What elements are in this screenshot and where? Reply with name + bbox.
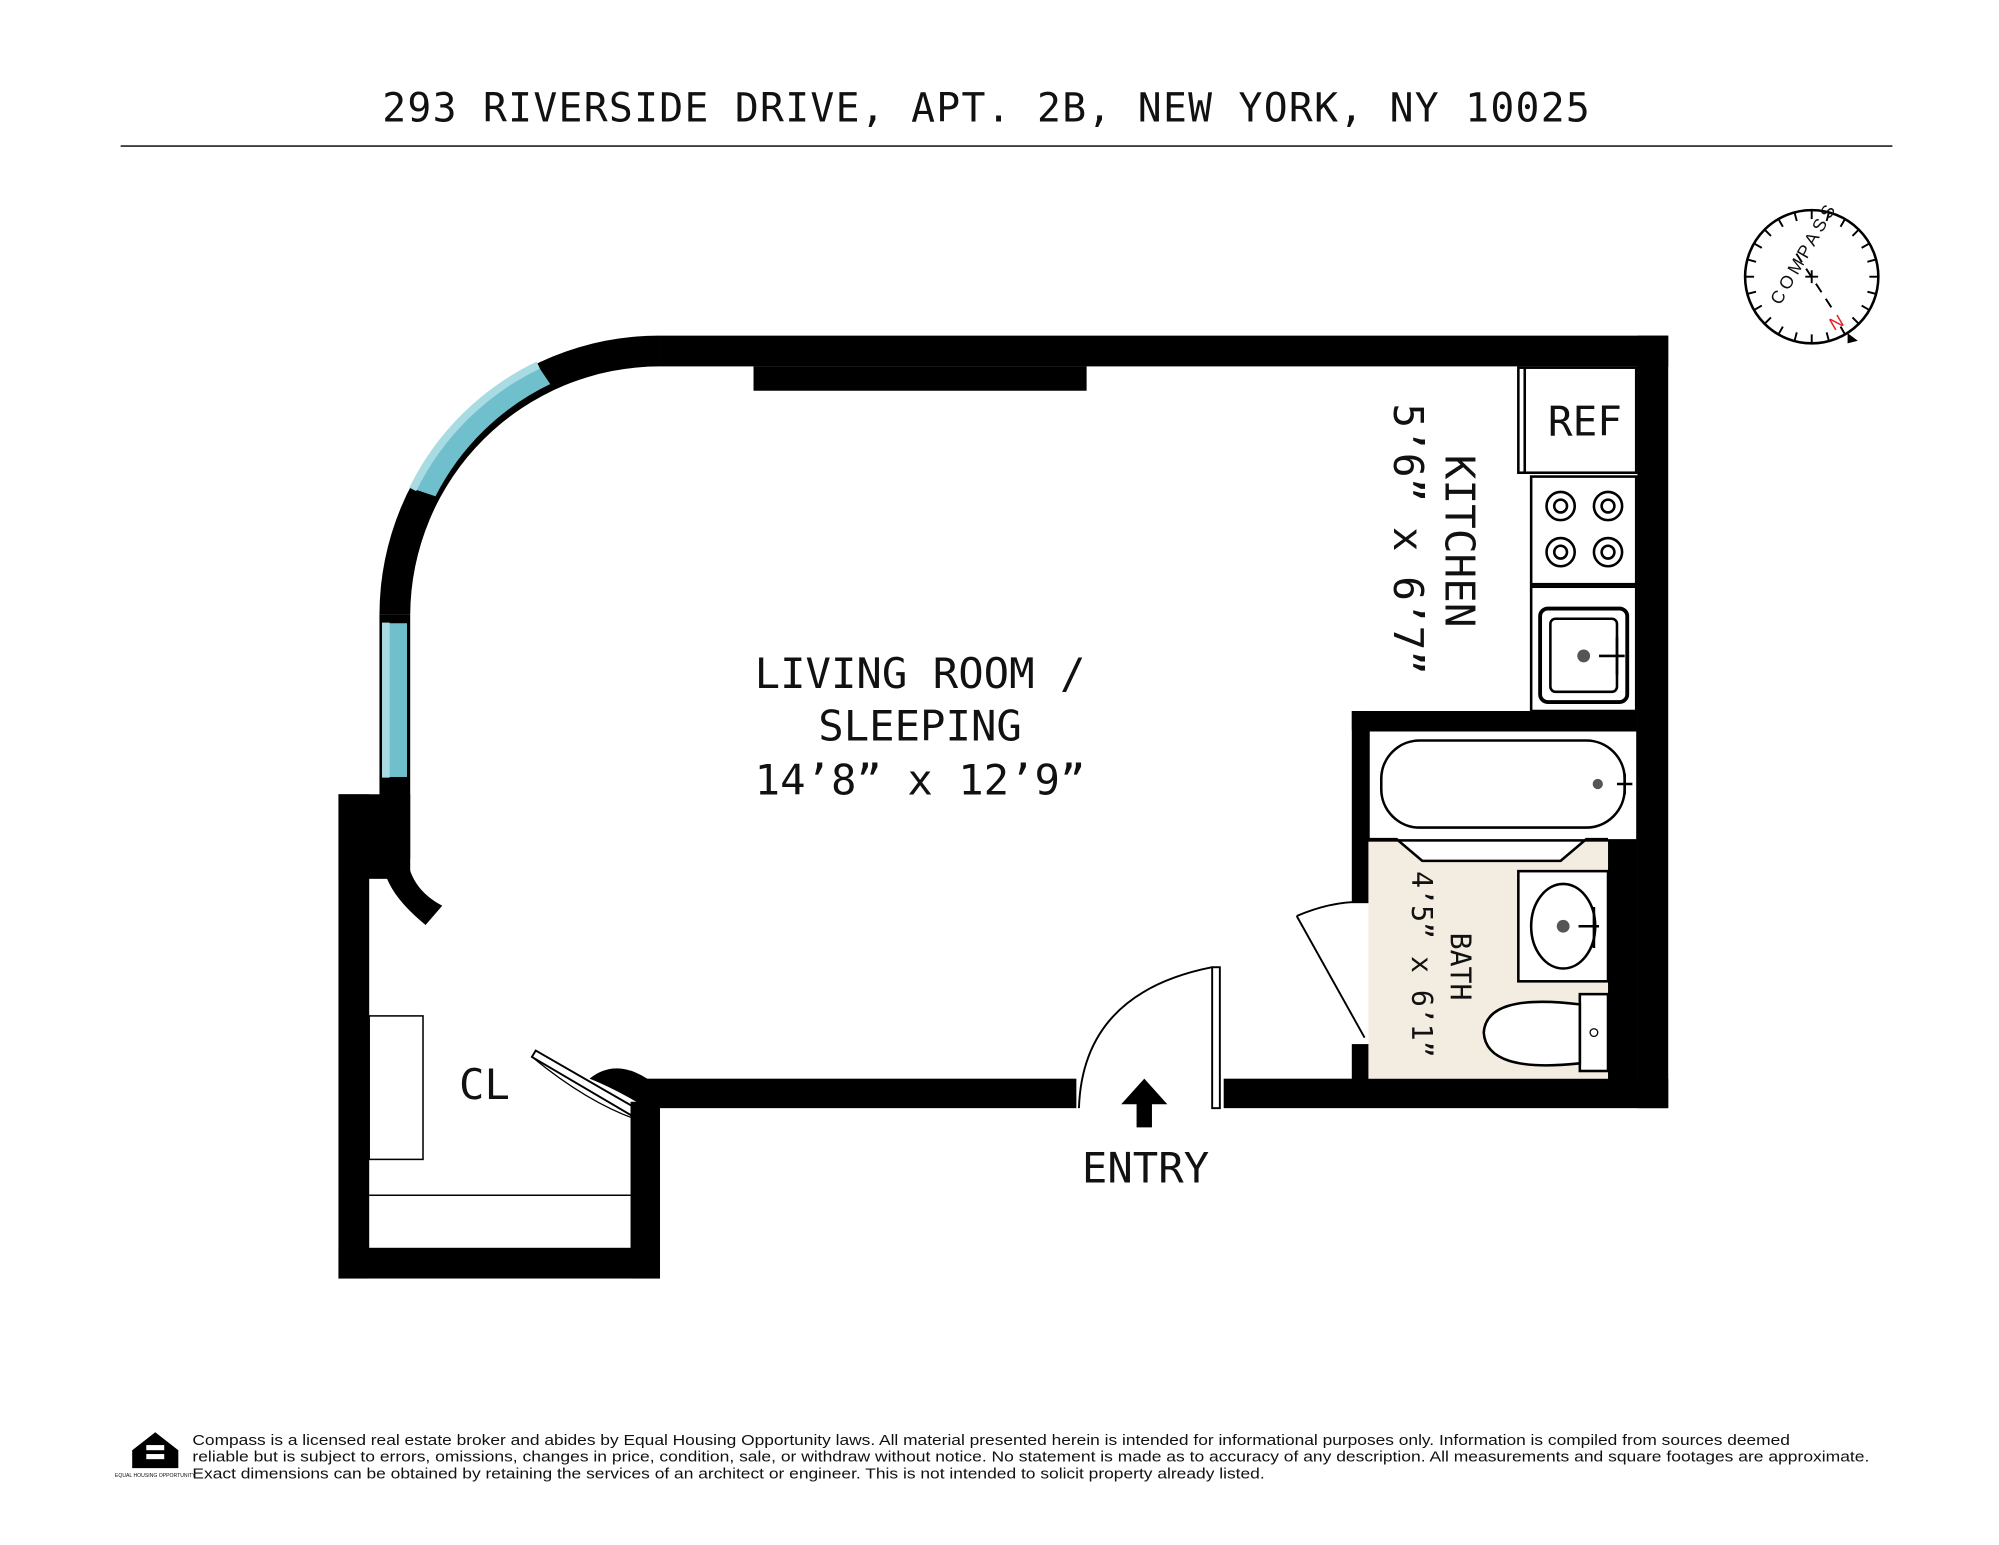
compass-tick <box>1763 228 1772 237</box>
ref-label: REF <box>1548 398 1622 446</box>
closet-fixtures <box>368 1015 631 1197</box>
equal-housing-logo: EQUAL HOUSING OPPORTUNITY <box>115 1432 196 1479</box>
compass-tick <box>1825 332 1830 342</box>
disclaimer-line-3: Exact dimensions can be obtained by reta… <box>192 1466 1264 1482</box>
compass-tick <box>1763 316 1772 325</box>
compass-tick <box>1793 332 1798 342</box>
compass-tick <box>1861 304 1870 311</box>
compass-tick <box>1839 218 1846 228</box>
closet-label: CL <box>459 1060 510 1109</box>
compass-tick <box>1867 290 1877 295</box>
compass-tick <box>1777 218 1784 228</box>
compass-tick <box>1867 258 1877 263</box>
compass-tick <box>1793 212 1798 222</box>
compass-tick <box>1747 290 1757 295</box>
compass-tick <box>1777 326 1784 335</box>
entry-arrow-icon <box>1121 1078 1168 1128</box>
address-title: 293 RIVERSIDE DRIVE, APT. 2B, NEW YORK, … <box>382 86 1591 132</box>
living-room-label-2: SLEEPING <box>818 701 1022 750</box>
disclaimer-line-1: Compass is a licensed real estate broker… <box>192 1433 1790 1449</box>
compass-tick <box>1851 228 1860 237</box>
kitchen-sink <box>1529 585 1638 713</box>
equal-housing-text: EQUAL HOUSING OPPORTUNITY <box>115 1473 196 1479</box>
compass-icon: COMPASS N <box>1743 198 1880 345</box>
disclaimer-line-2: reliable but is subject to errors, omiss… <box>192 1450 1869 1466</box>
stove <box>1529 475 1638 586</box>
compass-tick <box>1825 212 1830 222</box>
bath-area <box>1367 728 1639 1079</box>
doors <box>530 900 1366 1123</box>
compass-tick <box>1753 304 1763 311</box>
compass-tick <box>1839 326 1846 335</box>
compass-label: COMPASS <box>1766 198 1841 308</box>
bath-dims: 4’5” x 6’1” <box>1405 871 1438 1058</box>
compass-tick <box>1753 242 1763 249</box>
entry-label: ENTRY <box>1082 1143 1209 1192</box>
living-room-dims: 14’8” x 12’9” <box>755 755 1086 804</box>
windows <box>381 361 553 779</box>
kitchen-label: KITCHEN <box>1435 455 1483 628</box>
refrigerator: REF <box>1517 366 1638 475</box>
bath-label: BATH <box>1443 933 1476 1001</box>
living-room-label: LIVING ROOM / <box>755 649 1086 698</box>
compass-tick <box>1861 242 1870 249</box>
compass-tick <box>1747 258 1757 263</box>
kitchen-dims: 5’6” x 6’7” <box>1384 404 1432 675</box>
compass-tick <box>1851 316 1860 325</box>
